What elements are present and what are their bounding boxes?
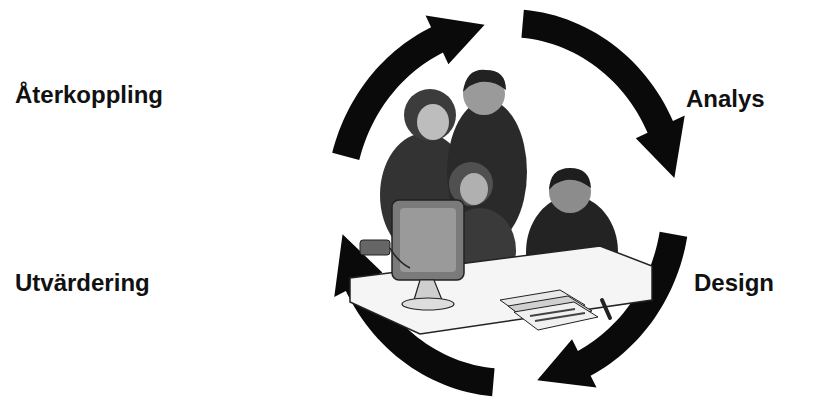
monitor-base	[402, 298, 454, 310]
paper-sheet	[514, 302, 598, 330]
person-hair	[463, 70, 506, 92]
person-face	[460, 173, 488, 205]
person-hair	[404, 89, 456, 141]
desk-illustration	[350, 200, 652, 334]
cable	[390, 248, 410, 268]
phase-label: Utvärdering	[15, 270, 150, 296]
device-box	[360, 240, 390, 255]
monitor-back	[392, 200, 464, 280]
cycle-arrow	[521, 10, 684, 178]
phase-label: Återkoppling	[15, 82, 163, 108]
pen	[602, 300, 610, 318]
paper-lines	[530, 309, 585, 321]
person-face	[417, 104, 449, 140]
monitor-panel	[400, 208, 456, 272]
cycle-arrows	[332, 10, 687, 397]
monitor-stand	[414, 280, 442, 300]
person-hair	[549, 168, 591, 190]
phase-label: Analys	[686, 86, 765, 112]
phase-label: Design	[694, 270, 774, 296]
